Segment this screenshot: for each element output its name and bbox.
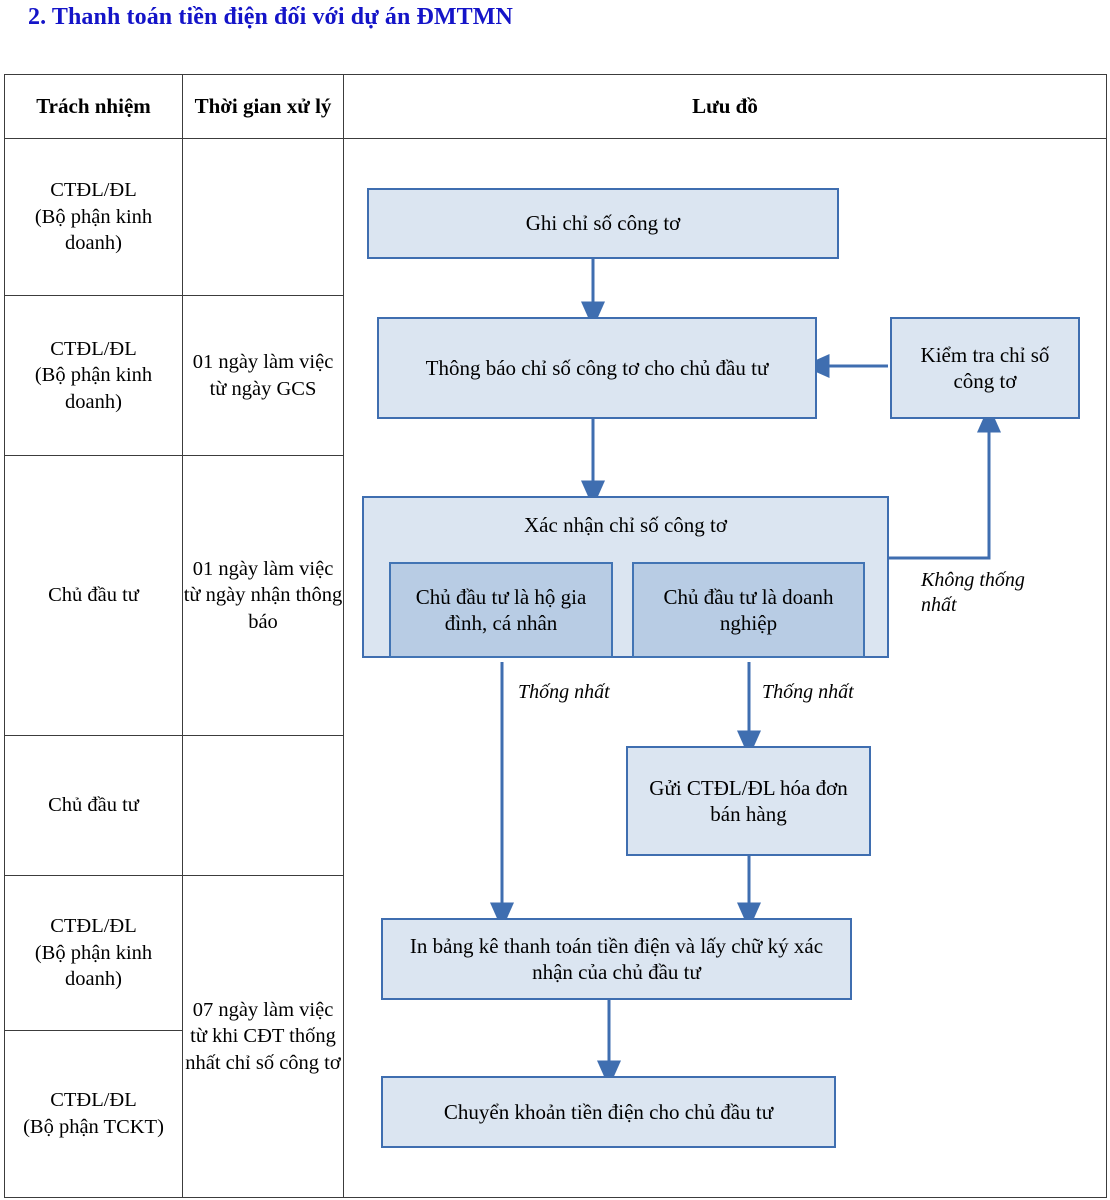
column-header-flow: Lưu đồ (343, 74, 1107, 139)
node-kiem-tra-chi-so[interactable]: Kiểm tra chỉ số công tơ (890, 317, 1080, 419)
cell-responsibility: Chủ đầu tư (4, 735, 183, 876)
page-title: 2. Thanh toán tiền điện đối với dự án ĐM… (28, 4, 513, 30)
cell-time (182, 138, 344, 296)
table-row: Chủ đầu tư 01 ngày làm việc từ ngày nhận… (4, 455, 1107, 736)
cell-responsibility: CTĐL/ĐL(Bộ phận kinh doanh) (4, 295, 183, 456)
cell-time: 07 ngày làm việc từ khi CĐT thống nhất c… (182, 875, 344, 1198)
node-chuyen-khoan[interactable]: Chuyển khoản tiền điện cho chủ đầu tư (381, 1076, 836, 1148)
node-chu-dau-tu-doanh-nghiep[interactable]: Chủ đầu tư là doanh nghiệp (632, 562, 865, 658)
edge-label-thong-nhat-left: Thống nhất (518, 681, 610, 703)
table-row: Chủ đầu tư (4, 735, 1107, 876)
node-in-bang-ke[interactable]: In bảng kê thanh toán tiền điện và lấy c… (381, 918, 852, 1000)
connector-xacnhan-to-kiemtra (889, 405, 1001, 560)
table-header-row: Trách nhiệm Thời gian xử lý Lưu đồ (4, 74, 1107, 139)
edge-label-thong-nhat-right: Thống nhất (762, 681, 854, 703)
table-row: CTĐL/ĐL(Bộ phận TCKT) (4, 1030, 1107, 1198)
cell-time: 01 ngày làm việc từ ngày nhận thông báo (182, 455, 344, 736)
node-chu-dau-tu-ho-gia-dinh[interactable]: Chủ đầu tư là hộ gia đình, cá nhân (389, 562, 613, 658)
cell-responsibility: Chủ đầu tư (4, 455, 183, 736)
cell-responsibility: CTĐL/ĐL(Bộ phận kinh doanh) (4, 875, 183, 1031)
cell-flow (343, 138, 1107, 1198)
node-xac-nhan-chi-so-label: Xác nhận chỉ số công tơ (524, 513, 727, 537)
node-gui-hoa-don[interactable]: Gửi CTĐL/ĐL hóa đơn bán hàng (626, 746, 871, 856)
column-header-time: Thời gian xử lý (182, 74, 344, 139)
flowchart: Ghi chỉ số công tơ Thông báo chỉ số công… (343, 74, 1106, 1197)
node-thong-bao-chi-so[interactable]: Thông báo chỉ số công tơ cho chủ đầu tư (377, 317, 817, 419)
node-ghi-chi-so-cong-to[interactable]: Ghi chỉ số công tơ (367, 188, 839, 259)
table-row: CTĐL/ĐL(Bộ phận kinh doanh) 01 ngày làm … (4, 295, 1107, 456)
edge-label-khong-thong-nhat: Không thống nhất (921, 569, 1025, 616)
flowchart-connectors (490, 259, 1001, 1088)
table-row: CTĐL/ĐL(Bộ phận kinh doanh) (4, 138, 1107, 1198)
cell-responsibility: CTĐL/ĐL(Bộ phận kinh doanh) (4, 138, 183, 296)
column-header-responsibility: Trách nhiệm (4, 74, 183, 139)
cell-time: 01 ngày làm việc từ ngày GCS (182, 295, 344, 456)
cell-time (182, 735, 344, 876)
process-table: Trách nhiệm Thời gian xử lý Lưu đồ CTĐL/… (4, 74, 1107, 1198)
cell-responsibility: CTĐL/ĐL(Bộ phận TCKT) (4, 1030, 183, 1198)
